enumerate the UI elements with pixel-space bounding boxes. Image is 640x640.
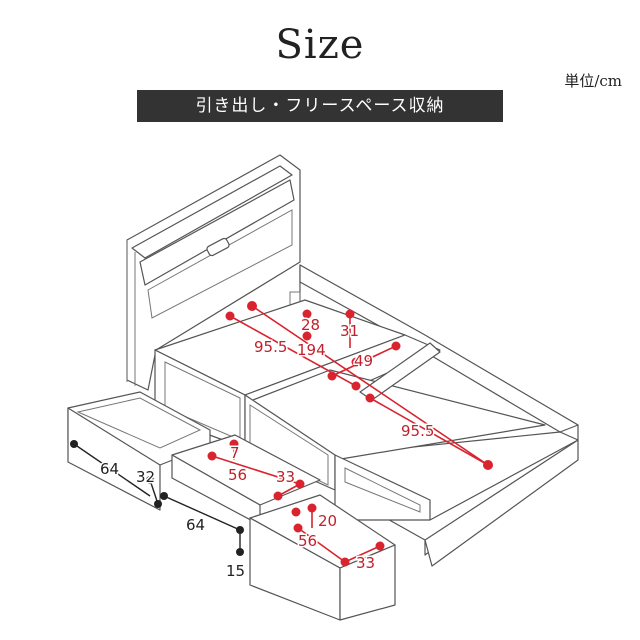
headboard bbox=[126, 154, 301, 391]
unit-label: 単位/cm bbox=[564, 72, 622, 90]
page-title: Size bbox=[275, 22, 365, 68]
label-194: 194 bbox=[297, 341, 326, 359]
label-7: 7 bbox=[230, 444, 240, 462]
label-95-5-left: 95.5 bbox=[254, 338, 287, 356]
dim-line-194 bbox=[251, 305, 489, 466]
mattress-base bbox=[154, 299, 579, 521]
storage-banner: 引き出し・フリースペース収納 bbox=[137, 90, 503, 122]
label-56-front: 56 bbox=[298, 532, 317, 550]
outlet-icon bbox=[206, 237, 230, 257]
label-20: 20 bbox=[318, 512, 337, 530]
dim-line-49 bbox=[331, 345, 397, 377]
label-28: 28 bbox=[301, 316, 320, 334]
red-dots bbox=[207, 301, 493, 567]
dim-line-64-left bbox=[73, 443, 151, 497]
dim-line-64-lower bbox=[163, 495, 241, 531]
label-56-top: 56 bbox=[228, 466, 247, 484]
label-31: 31 bbox=[340, 322, 359, 340]
label-64-lower: 64 bbox=[186, 516, 205, 534]
red-dimensions bbox=[211, 305, 489, 563]
label-95-5-right: 95.5 bbox=[401, 422, 434, 440]
lower-drawer bbox=[249, 494, 396, 621]
label-64-left: 64 bbox=[100, 460, 119, 478]
dim-line-95-5-right bbox=[369, 397, 489, 466]
black-dimensions bbox=[70, 440, 244, 556]
label-33-front: 33 bbox=[356, 554, 375, 572]
dimension-labels: 28 31 95.5 194 49 95.5 7 56 33 20 56 33 … bbox=[99, 315, 436, 582]
left-drawer bbox=[67, 391, 211, 511]
front-frame bbox=[154, 349, 431, 521]
dim-line-56-top bbox=[211, 455, 301, 485]
dim-line-32 bbox=[149, 479, 159, 505]
dim-line-56-front bbox=[297, 527, 346, 563]
dim-line-33-front bbox=[344, 545, 381, 563]
label-32: 32 bbox=[136, 468, 155, 486]
label-33-top: 33 bbox=[276, 468, 295, 486]
label-49: 49 bbox=[354, 352, 373, 370]
label-15: 15 bbox=[226, 562, 245, 580]
